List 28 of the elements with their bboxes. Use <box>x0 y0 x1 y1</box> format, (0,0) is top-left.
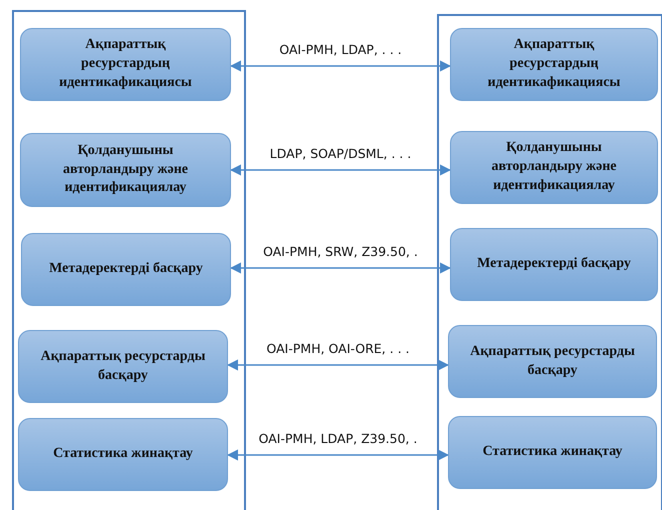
double-arrow <box>230 60 452 72</box>
box-text: Метадеректерді басқару <box>477 255 631 274</box>
double-arrow <box>230 262 452 274</box>
box-text: Статистика жинақтау <box>482 443 622 462</box>
edge-label: OAI-PMH, OAI-ORE, . . . <box>264 341 412 356</box>
box-text: Ақпараттық ресурстардың идентикафикациясы <box>58 36 193 92</box>
box-text: Метадеректерді басқару <box>49 260 203 278</box>
box-text: Ақпараттық ресурстардың идентикафикациясы <box>486 36 622 92</box>
box-text: Ақпараттық ресурстарды басқару <box>469 342 636 380</box>
double-arrow <box>226 449 450 461</box>
process-box <box>20 28 231 101</box>
process-box <box>450 131 658 204</box>
panel-frame <box>12 10 246 510</box>
double-arrow <box>226 359 450 371</box>
process-box <box>450 228 658 301</box>
double-arrow <box>230 164 452 176</box>
process-box <box>448 416 657 489</box>
panel-frame <box>437 14 662 510</box>
box-text: Қолданушыны авторландыру және идентификациялау <box>490 139 618 195</box>
process-box <box>448 325 657 398</box>
box-text: Қолданушыны авторландыру және идентификациялау <box>62 142 190 198</box>
process-box <box>450 28 658 101</box>
process-box <box>21 233 231 306</box>
process-box <box>18 418 228 491</box>
process-box <box>18 330 228 403</box>
process-box <box>20 133 231 207</box>
box-text: Ақпараттық ресурстарды басқару <box>40 348 206 384</box>
box-text: Статистика жинақтау <box>53 445 193 464</box>
